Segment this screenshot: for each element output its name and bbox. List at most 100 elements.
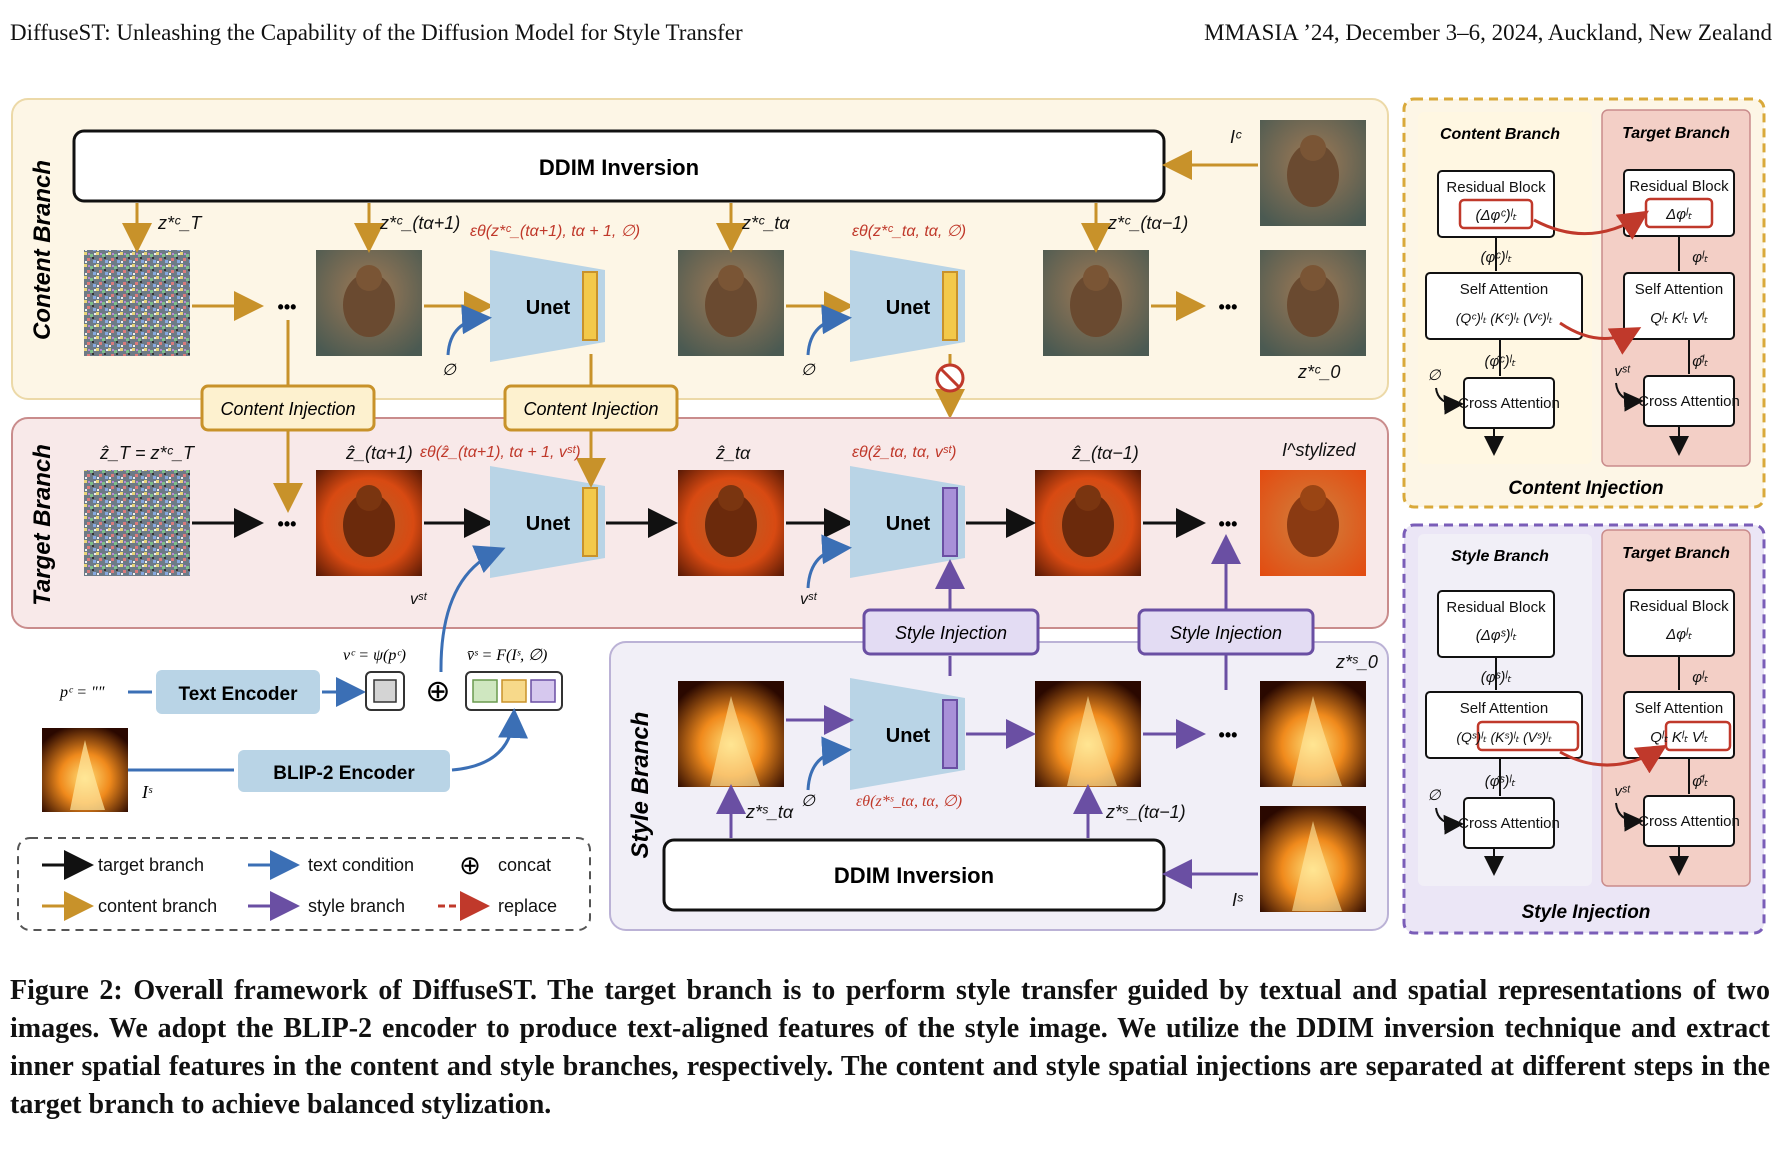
ci-vst: vˢᵗ [1614,363,1630,380]
si-left-title: Style Branch [1451,548,1549,565]
target-unet-1-label: Unet [526,513,571,535]
legend-item-replace: replace [498,896,557,916]
style-zta-label: z*ˢ_tα [745,802,794,822]
style-unet-label: Unet [886,725,931,747]
style-unet [850,678,965,790]
vc-label: vᶜ = ψ(pᶜ) [343,647,406,664]
style-injection-box-1 [862,608,1040,656]
framework-diagram: Content Branch DDIM Inversion ••• ••• Un… [11,97,1766,935]
content-unet-2-label: Unet [886,297,931,319]
vs-label: v̄ˢ = F(Iˢ, ∅) [467,647,547,664]
si-left-residual: Residual Block [1446,599,1546,616]
target-unet-2-label: Unet [886,513,931,535]
content-unet-1 [490,250,605,362]
content-branch-label: Content Branch [29,160,56,340]
ci-null: ∅ [1427,367,1441,384]
content-injection-box-2 [503,384,679,432]
content-zta-label: z*ᶜ_tα [741,213,790,233]
target-vst-label-1: vˢᵗ [410,591,427,608]
si-left-crossattn: Cross Attention [1458,815,1560,832]
legend-item-style: style branch [308,896,405,916]
target-bear-image-3 [1035,470,1141,576]
si-r-phihat: φ̂ˡₜ [1692,773,1708,790]
figure-caption: Figure 2: Overall framework of DiffuseST… [10,975,1770,1120]
running-header-venue: MMASIA ’24, December 3–6, 2024, Auckland… [1204,20,1772,45]
si-l-qkv: (Qˢ)ˡₜ (Kˢ)ˡₜ (Vˢ)ˡₜ [1456,729,1552,745]
ci-right-residual: Residual Block [1629,178,1729,195]
si-l-res: (Δφˢ)ˡₜ [1476,627,1517,644]
target-unet-1 [490,466,605,578]
legend-arrows [42,850,490,921]
ci-r-phihat: φ̂ˡₜ [1692,353,1708,370]
si-r-qkv: Qˡₜ Kˡₜ Vˡₜ [1650,729,1708,746]
style-Is-label: Iˢ [1232,890,1244,910]
content-eps-1: εθ(z*ᶜ_(tα+1), tα + 1, ∅) [470,223,640,240]
target-eps-1: εθ(ẑ_(tα+1), tα + 1, vˢᵗ) [420,444,581,461]
content-null-1: ∅ [442,362,457,379]
target-zta1-label: ẑ_(tα+1) [345,443,413,463]
si-vst: vˢᵗ [1614,783,1630,800]
target-eps-2: εθ(ẑ_tα, tα, vˢᵗ) [852,444,957,461]
legend-item-concat: concat [498,855,551,875]
content-ellipsis-1: ••• [278,297,297,317]
style-input-image [42,728,128,812]
ci-left-selfattn: Self Attention [1460,281,1548,298]
style-fire-image-3 [1260,681,1366,787]
ci-r-phi: φˡₜ [1692,249,1708,266]
style-fire-image-2 [1035,681,1141,787]
content-input-image [1260,120,1366,226]
content-bear-image-2 [678,250,784,356]
text-encoder-label: Text Encoder [179,684,299,705]
style-injection-box-2 [1137,608,1315,656]
ci-r-res: Δφˡₜ [1665,206,1692,223]
content-unet-1-label: Unet [526,297,571,319]
si-panel-title: Style Injection [1522,902,1651,923]
content-injection-label-1: Content Injection [220,399,355,419]
legend-item-text: text condition [308,855,414,875]
si-r-res: Δφˡₜ [1665,626,1692,643]
content-bear-image-final [1260,250,1366,356]
ci-panel-title: Content Injection [1508,478,1663,499]
si-null: ∅ [1427,787,1441,804]
ci-left-title: Content Branch [1440,126,1560,143]
ddim-inversion-content-label: DDIM Inversion [539,155,699,180]
ci-right-crossattn: Cross Attention [1638,393,1740,410]
content-ztam1-label: z*ᶜ_(tα−1) [1107,213,1188,233]
si-right-title: Target Branch [1622,545,1730,562]
content-eps-2: εθ(z*ᶜ_tα, tα, ∅) [852,223,966,240]
style-fire-image-1 [678,681,784,787]
ci-right-title: Target Branch [1622,125,1730,142]
style-injection-label-2: Style Injection [1170,623,1282,643]
legend-concat-icon: ⊕ [459,850,481,880]
running-header-title: DiffuseST: Unleashing the Capability of … [10,20,743,45]
content-ellipsis-2: ••• [1219,297,1238,317]
concat-icon: ⊕ [425,675,450,708]
content-bear-image-1 [316,250,422,356]
target-zT-label: ẑ_T = z*ᶜ_T [99,443,196,463]
no-replace-icon [935,363,965,393]
ci-left-residual: Residual Block [1446,179,1546,196]
target-vst-label-2: vˢᵗ [800,591,817,608]
content-Ic-label: Iᶜ [1230,127,1242,147]
ddim-inversion-style-label: DDIM Inversion [834,863,994,888]
si-left-selfattn: Self Attention [1460,700,1548,717]
target-bear-image-1 [316,470,422,576]
target-noise-image [84,470,190,576]
blip2-encoder-label: BLIP-2 Encoder [273,763,415,784]
ci-r-qkv: Qˡₜ Kˡₜ Vˡₜ [1650,310,1708,327]
ci-l-qkv: (Qᶜ)ˡₜ (Kᶜ)ˡₜ (Vᶜ)ˡₜ [1456,310,1553,326]
si-r-phi: φˡₜ [1692,669,1708,686]
target-ellipsis-1: ••• [278,514,297,534]
text-encoder-box [156,670,320,714]
target-ztam1-label: ẑ_(tα−1) [1071,443,1139,463]
ci-right-selfattn: Self Attention [1635,281,1723,298]
target-ellipsis-2: ••• [1219,514,1238,534]
ci-left-crossattn: Cross Attention [1458,395,1560,412]
content-null-2: ∅ [801,362,816,379]
si-right-selfattn: Self Attention [1635,700,1723,717]
ci-l-res: (Δφᶜ)ˡₜ [1475,207,1517,224]
style-z0-label: z*ˢ_0 [1335,652,1378,672]
style-eps: εθ(z*ˢ_tα, tα, ∅) [856,793,962,810]
target-branch-label: Target Branch [29,444,56,606]
content-zT-label: z*ᶜ_T [157,213,203,233]
